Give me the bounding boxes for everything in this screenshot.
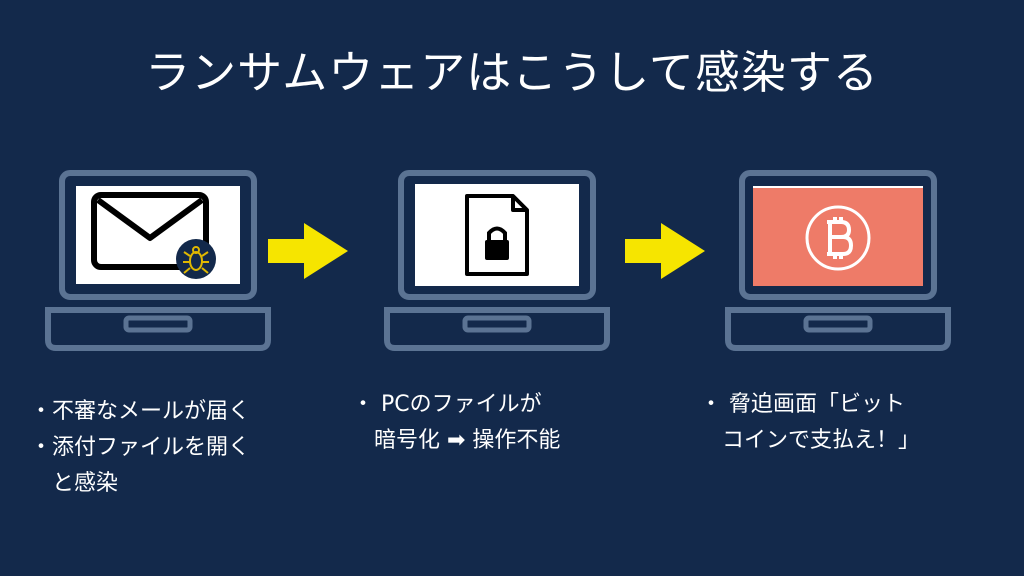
bitcoin-icon (753, 186, 923, 271)
envelope-with-bug-icon (91, 192, 216, 279)
caption-line: と感染 (30, 471, 119, 496)
screen-locked-file (415, 184, 579, 286)
laptop-outline-icon (45, 170, 271, 351)
laptop-outline-icon (725, 170, 951, 351)
screen-ransom (753, 186, 923, 286)
caption-step-3: ・ 脅迫画面「ビット コインで支払え！」 (700, 387, 920, 459)
caption-line: ・ 脅迫画面「ビット (700, 392, 905, 417)
caption-line: ・添付ファイルを開く (30, 435, 251, 460)
caption-line: 暗号化 ➡ 操作不能 (352, 428, 561, 453)
caption-line: ・ PCのファイルが (352, 392, 542, 417)
caption-step-2: ・ PCのファイルが 暗号化 ➡ 操作不能 (352, 387, 560, 459)
caption-line: ・不審なメールが届く (30, 399, 251, 424)
laptop-locked-file (381, 170, 613, 352)
laptop-ransom-screen (722, 170, 954, 352)
locked-file-icon (465, 194, 529, 276)
page-title: ランサムウェアはこうして感染する (145, 46, 879, 99)
laptop-email (42, 170, 274, 352)
screen-email (76, 186, 240, 284)
arrow-right-icon (268, 223, 348, 279)
arrow-right-icon (625, 223, 705, 279)
laptop-outline-icon (384, 170, 610, 351)
caption-line: コインで支払え！」 (700, 428, 921, 453)
caption-step-1: ・不審なメールが届く ・添付ファイルを開く と感染 (30, 394, 250, 502)
